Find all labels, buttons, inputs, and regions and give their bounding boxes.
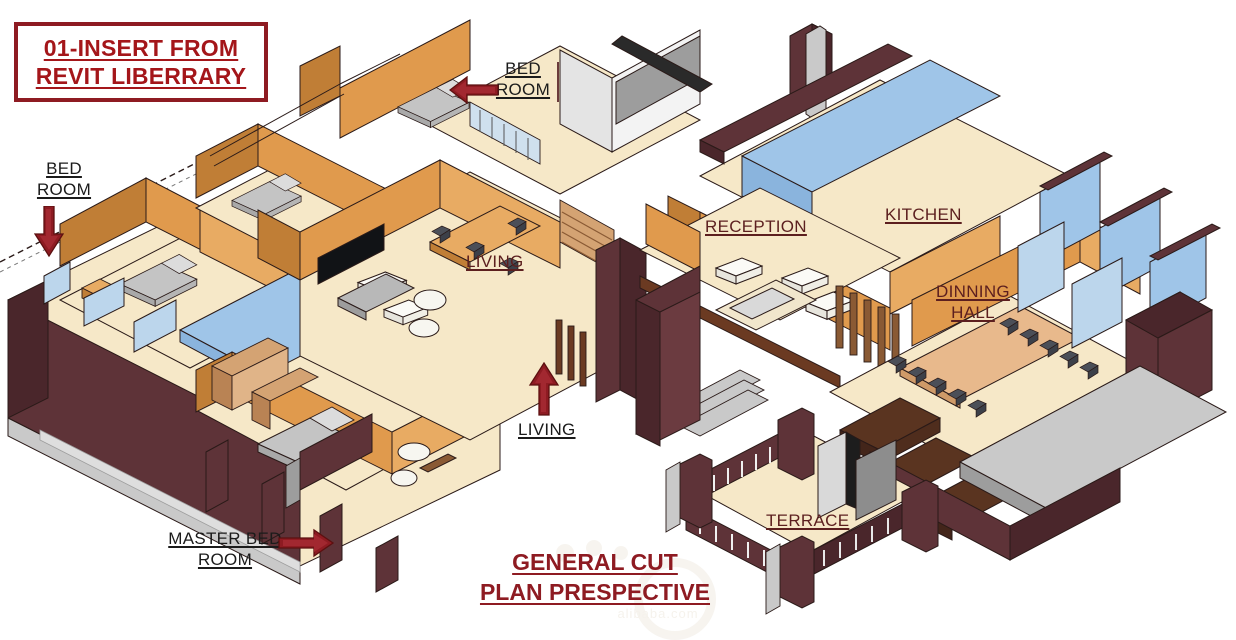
label-living-upper: LIVING	[466, 252, 524, 271]
label-bed-room-left-line1: BED	[46, 159, 82, 178]
label-bed-room-left-line2: ROOM	[36, 180, 92, 200]
leader-bed-room-top	[557, 62, 559, 102]
footer-title-line-1: GENERAL CUT	[512, 549, 678, 575]
label-living-lower: LIVING	[518, 420, 576, 439]
label-terrace: TERRACE	[766, 511, 850, 530]
label-master-bed-room-line2: ROOM	[197, 550, 253, 570]
label-bed-room-top: BED ROOM	[493, 58, 553, 101]
arrow-bed-room-top	[449, 76, 499, 104]
arrow-bed-room-left	[34, 206, 64, 258]
footer-title: GENERAL CUT PLAN PRESPECTIVE	[455, 548, 735, 608]
arrow-master-bed-room	[278, 528, 334, 558]
arrow-living-lower	[528, 362, 560, 416]
label-reception: RECEPTION	[705, 217, 807, 236]
label-master-bed-room: MASTER BED ROOM	[161, 528, 289, 571]
label-bed-room-left: BED ROOM	[16, 158, 112, 201]
title-line-2: REVIT LIBERRARY	[35, 63, 247, 89]
label-dinning-hall-line2: HALL	[951, 303, 995, 323]
label-master-bed-room-line1: MASTER BED	[168, 529, 282, 548]
label-kitchen: KITCHEN	[885, 205, 962, 224]
label-dinning-hall: DINNING HALL	[933, 281, 1013, 324]
label-bed-room-top-line1: BED	[505, 59, 541, 78]
title-plate: 01-INSERT FROM REVIT LIBERRARY	[14, 22, 268, 102]
label-dinning-hall-line1: DINNING	[936, 282, 1010, 301]
footer-title-line-2: PLAN PRESPECTIVE	[479, 578, 711, 605]
title-line-1: 01-INSERT FROM	[43, 34, 239, 61]
label-bed-room-top-line2: ROOM	[495, 80, 551, 100]
